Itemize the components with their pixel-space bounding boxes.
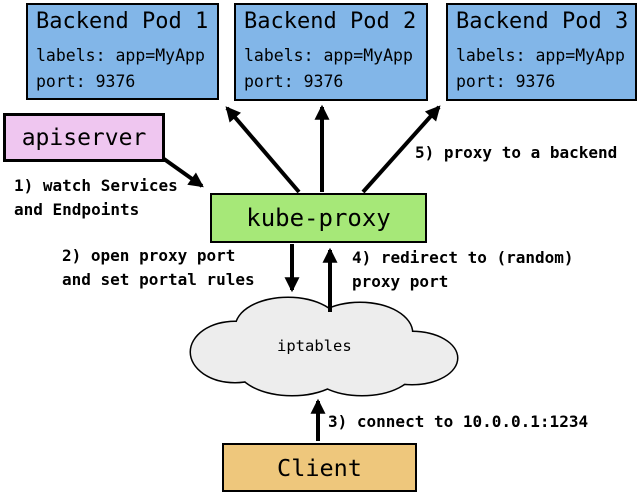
- backend-pod-1-title: Backend Pod 1: [36, 9, 209, 34]
- kube-proxy-label: kube-proxy: [246, 204, 391, 232]
- annotation-step1-watch-services: 1) watch Services and Endpoints: [14, 176, 178, 219]
- backend-pod-3-box: Backend Pod 3 labels: app=MyApp port: 93…: [446, 3, 637, 101]
- backend-pod-1-box: Backend Pod 1 labels: app=MyApp port: 93…: [26, 3, 219, 100]
- backend-pod-3-labels: labels: app=MyApp: [456, 46, 625, 65]
- backend-pod-2-title: Backend Pod 2: [244, 9, 417, 34]
- kube-proxy-box: kube-proxy: [210, 193, 427, 243]
- annotation-step4-redirect: 4) redirect to (random) proxy port: [352, 248, 574, 291]
- backend-pod-1-labels: labels: app=MyApp: [36, 46, 205, 65]
- iptables-cloud-shape: [189, 296, 459, 397]
- backend-pod-2-box: Backend Pod 2 labels: app=MyApp port: 93…: [234, 3, 428, 101]
- annotation-step2-open-proxy-port: 2) open proxy port and set portal rules: [62, 246, 255, 289]
- client-box: Client: [222, 443, 417, 492]
- backend-pod-3-port: port: 9376: [456, 72, 556, 91]
- arrow-kubeproxy-to-pod3: [361, 105, 441, 194]
- apiserver-box: apiserver: [3, 113, 165, 162]
- backend-pod-1-port: port: 9376: [36, 72, 136, 91]
- arrow-kubeproxy-to-pod1: [225, 106, 301, 194]
- annotation-step5-proxy-backend: 5) proxy to a backend: [415, 143, 618, 162]
- apiserver-label: apiserver: [21, 124, 147, 151]
- backend-pod-2-labels: labels: app=MyApp: [244, 46, 413, 65]
- arrow-apiserver-to-kubeproxy: [162, 157, 204, 188]
- client-label: Client: [277, 453, 362, 482]
- iptables-label: iptables: [277, 337, 352, 355]
- annotation-step3-connect: 3) connect to 10.0.0.1:1234: [328, 412, 589, 431]
- backend-pod-2-port: port: 9376: [244, 72, 344, 91]
- backend-pod-3-title: Backend Pod 3: [456, 9, 629, 34]
